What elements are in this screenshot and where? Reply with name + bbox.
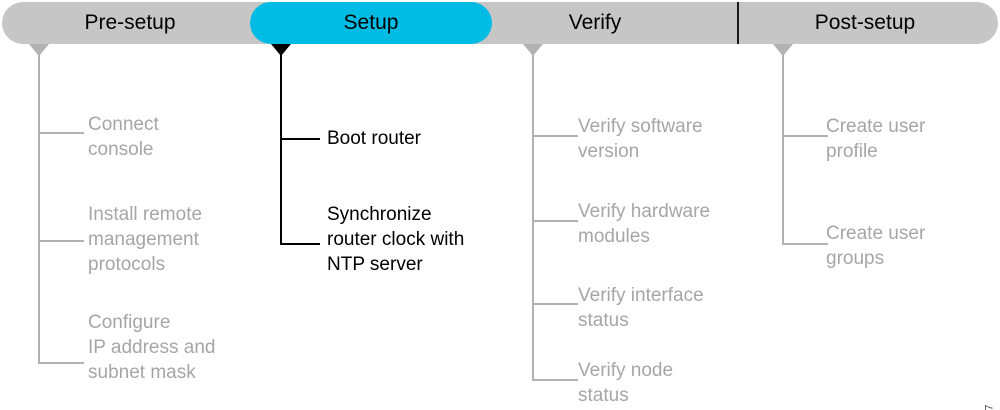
phase-marker-pre-setup <box>29 44 49 56</box>
document-id: 522717 <box>984 404 996 410</box>
task-branch-verify-0 <box>532 135 578 137</box>
task-label-verify-1[interactable]: Verify hardware modules <box>578 201 711 247</box>
phase-marker-verify <box>523 44 543 56</box>
phase-bar <box>2 2 998 44</box>
task-branch-pre-setup-2 <box>38 362 84 364</box>
phase-pill-setup[interactable] <box>250 2 492 44</box>
task-label-verify-3[interactable]: Verify node status <box>578 360 674 406</box>
phase-divider-0 <box>737 2 739 44</box>
task-label-post-setup-0[interactable]: Create user profile <box>826 116 926 162</box>
phase-label-verify[interactable]: Verify <box>568 11 622 34</box>
task-label-setup-1[interactable]: Synchronize router clock with NTP server <box>327 204 465 275</box>
task-label-verify-0[interactable]: Verify software version <box>578 116 703 162</box>
task-branch-pre-setup-1 <box>38 240 84 242</box>
task-branch-pre-setup-0 <box>38 132 84 134</box>
phase-trunk-setup <box>280 52 283 243</box>
task-label-pre-setup-1[interactable]: Install remote management protocols <box>88 204 203 275</box>
task-label-setup-0[interactable]: Boot router <box>327 128 421 149</box>
task-label-pre-setup-0[interactable]: Connect console <box>88 114 159 160</box>
phase-label-pre-setup[interactable]: Pre-setup <box>84 11 176 34</box>
task-label-pre-setup-2[interactable]: Configure IP address and subnet mask <box>88 312 216 383</box>
phase-trunk-pre-setup <box>38 52 40 362</box>
phase-marker-setup <box>271 44 291 56</box>
phase-marker-post-setup <box>773 44 793 56</box>
phase-trunk-post-setup <box>782 52 784 243</box>
task-label-verify-2[interactable]: Verify interface status <box>578 285 704 331</box>
task-branch-post-setup-1 <box>782 243 828 245</box>
task-branch-verify-3 <box>532 379 578 381</box>
phase-label-setup[interactable]: Setup <box>343 11 399 34</box>
task-branch-setup-0 <box>280 138 320 141</box>
phase-label-post-setup[interactable]: Post-setup <box>814 11 916 34</box>
task-branch-post-setup-0 <box>782 135 828 137</box>
task-branch-setup-1 <box>280 243 320 246</box>
task-branch-verify-2 <box>532 303 578 305</box>
phase-trunk-verify <box>532 52 534 379</box>
task-branch-verify-1 <box>532 220 578 222</box>
task-label-post-setup-1[interactable]: Create user groups <box>826 223 926 269</box>
